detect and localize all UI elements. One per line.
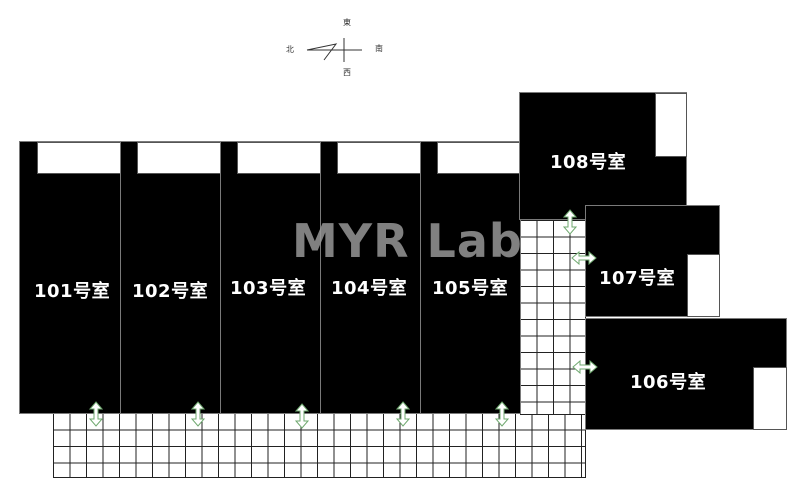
room-104-label: 104号室 — [331, 278, 408, 299]
room-106-label: 106号室 — [630, 372, 707, 393]
watermark-text: MYR Lab — [292, 214, 523, 268]
room-103-notch — [237, 142, 321, 174]
room-108-label: 108号室 — [550, 152, 627, 173]
room-106-notch — [753, 367, 787, 430]
room-104: 104号室 — [320, 141, 422, 414]
room-107-label: 107号室 — [599, 268, 676, 289]
compass-west-label: 西 — [343, 68, 351, 77]
room-103-label: 103号室 — [230, 278, 307, 299]
room-102-notch — [137, 142, 221, 174]
corridor-side — [520, 220, 586, 415]
room-104-notch — [337, 142, 421, 174]
door-arrow-105-icon — [495, 401, 509, 427]
room-101: 101号室 — [19, 141, 121, 414]
room-101-label: 101号室 — [34, 281, 111, 302]
room-102-label: 102号室 — [132, 281, 209, 302]
room-108: 108号室 — [519, 92, 687, 220]
room-108-notch — [655, 93, 687, 157]
room-105-notch — [437, 142, 521, 174]
room-103: 103号室 — [220, 141, 322, 414]
door-arrow-106-icon — [572, 360, 598, 374]
compass-north-label: 北 — [286, 45, 294, 54]
door-arrow-104-icon — [396, 401, 410, 427]
room-107-notch — [687, 254, 720, 317]
room-105: 105号室 — [420, 141, 521, 414]
corridor-bottom — [53, 413, 586, 478]
compass-needle-icon — [306, 38, 362, 62]
room-107: 107号室 — [585, 205, 720, 317]
door-arrow-103-icon — [295, 403, 309, 429]
compass-rose: 北 東 南 西 — [280, 14, 390, 84]
door-arrow-102-icon — [191, 401, 205, 427]
room-106: 106号室 — [585, 318, 787, 430]
door-arrow-108-icon — [563, 209, 577, 235]
door-arrow-107-icon — [571, 251, 597, 265]
room-102: 102号室 — [120, 141, 222, 414]
compass-east-label: 東 — [343, 18, 351, 27]
compass-south-label: 南 — [375, 44, 383, 53]
room-105-label: 105号室 — [432, 278, 509, 299]
room-101-notch — [37, 142, 121, 174]
door-arrow-101-icon — [89, 401, 103, 427]
